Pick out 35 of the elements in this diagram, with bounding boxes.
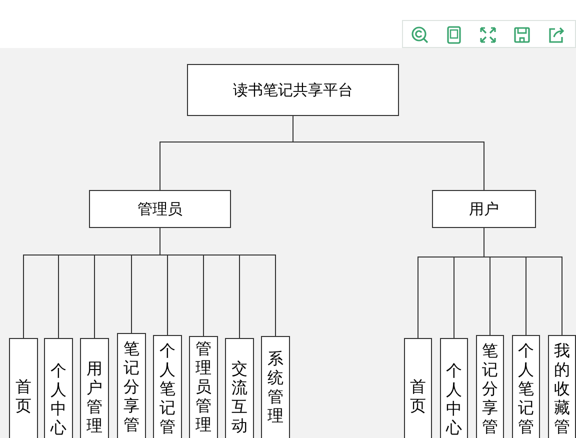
function-box	[261, 336, 290, 438]
system-box	[187, 64, 399, 116]
function-box	[476, 335, 504, 438]
function-box	[189, 336, 218, 438]
function-box	[225, 338, 254, 438]
node-label: 系统管理	[268, 349, 284, 425]
function-box	[117, 333, 146, 438]
role-box	[432, 190, 536, 228]
node-label: 首页	[410, 377, 426, 415]
node-label: 我的收藏管	[554, 341, 570, 436]
node-label: 读书笔记共享平台	[233, 80, 353, 100]
connector-line	[484, 228, 562, 336]
function-box	[440, 338, 468, 438]
node-label: 个人笔记管	[160, 341, 176, 436]
node-label: 个人中心	[50, 361, 66, 437]
function-box	[80, 338, 109, 438]
connector-line	[160, 228, 276, 336]
node-label: 交流互动	[232, 359, 248, 435]
function-box	[512, 335, 540, 438]
node-label: 管理员管理	[196, 339, 212, 434]
role-box	[89, 190, 231, 228]
node-label: 用户	[469, 200, 499, 218]
node-label: 笔记分享管	[124, 339, 140, 434]
function-box	[548, 335, 576, 438]
connector-line	[292, 116, 484, 190]
node-label: 用户管理	[86, 359, 102, 435]
function-box	[9, 338, 38, 438]
function-box	[44, 338, 73, 438]
function-box	[404, 338, 432, 438]
node-label: 首页	[16, 377, 32, 415]
node-label: 个人笔记管	[518, 341, 534, 436]
node-label: 笔记分享管	[482, 341, 498, 436]
node-label: 管理员	[138, 200, 182, 218]
function-box	[153, 335, 182, 438]
node-label: 个人中心	[446, 361, 462, 437]
